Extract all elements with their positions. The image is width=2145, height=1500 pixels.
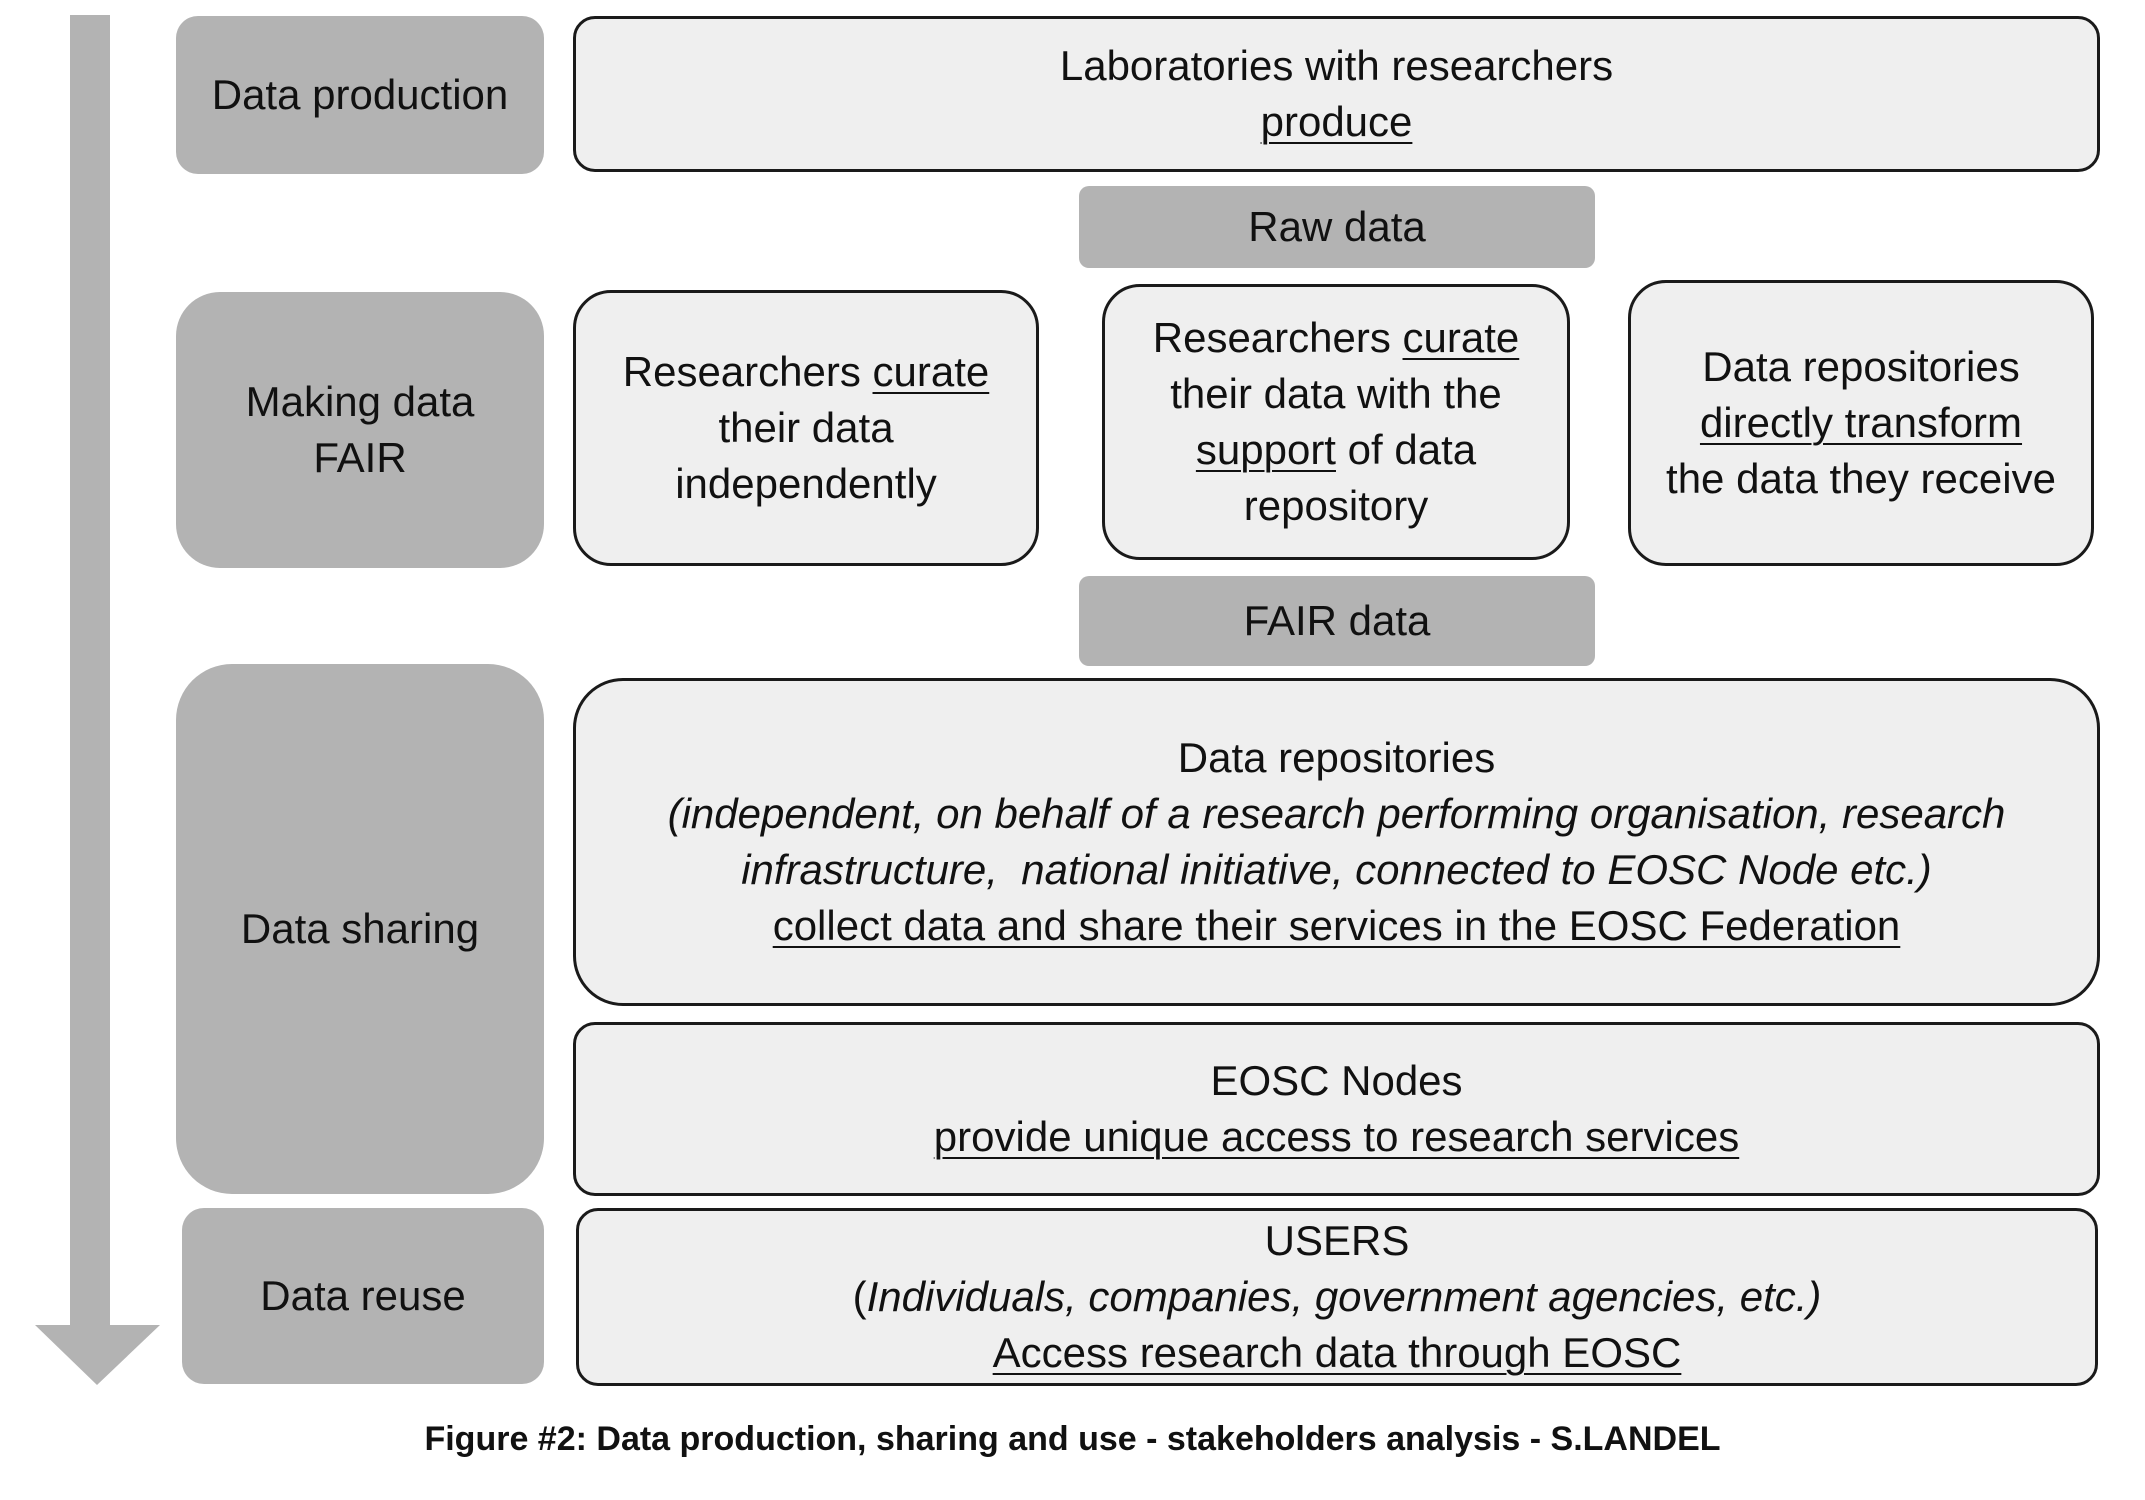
data-repositories-line2: (independent, on behalf of a research pe…	[667, 790, 2006, 838]
curate-independent-line2: their data	[718, 404, 894, 452]
fair-data-label: FAIR data	[1243, 597, 1431, 644]
repos-transform-box: Data repositories directly transform the…	[1628, 280, 2094, 566]
laboratories-line1: Laboratories with researchers	[1059, 42, 1614, 90]
repos-transform-line1: Data repositories	[1702, 343, 2020, 391]
eosc-nodes-line1: EOSC Nodes	[1210, 1057, 1463, 1105]
curate-supported-line1-verb: curate	[1402, 314, 1520, 362]
curate-independent-box: Researchers curate their data independen…	[573, 290, 1039, 566]
curate-independent-line1: Researchers curate	[623, 344, 990, 400]
repos-transform-line3: the data they receive	[1666, 454, 2056, 502]
users-line1: USERS	[1264, 1217, 1410, 1265]
data-repositories-box: Data repositories (independent, on behal…	[573, 678, 2100, 1006]
eosc-nodes-line2: provide unique access to research servic…	[933, 1113, 1740, 1160]
curate-supported-line3-text: of data	[1335, 426, 1477, 473]
data-repositories-line1: Data repositories	[1177, 734, 1496, 782]
stage-data-sharing: Data sharing	[176, 664, 544, 1194]
stage-data-production: Data production	[176, 16, 544, 174]
stage-data-sharing-label: Data sharing	[240, 905, 480, 953]
curate-supported-line1-text: Researchers	[1152, 314, 1403, 362]
users-line2-paren: (	[852, 1273, 867, 1321]
stage-making-data-fair-line2: FAIR	[313, 434, 407, 481]
flow-arrow-head	[35, 1325, 160, 1385]
stage-data-reuse: Data reuse	[182, 1208, 544, 1384]
stage-data-production-label: Data production	[211, 71, 509, 119]
stage-making-data-fair: Making data FAIR	[176, 292, 544, 568]
repos-transform-line2: directly transform	[1699, 399, 2023, 447]
curate-supported-box: Researchers curate their data with the s…	[1102, 284, 1570, 560]
curate-independent-line1-verb: curate	[872, 348, 990, 396]
curate-supported-line4: repository	[1243, 481, 1429, 529]
curate-supported-line1: Researchers curate	[1153, 310, 1520, 366]
figure-caption: Figure #2: Data production, sharing and …	[424, 1420, 1721, 1458]
data-repositories-line3: infrastructure, national initiative, con…	[741, 846, 1932, 893]
users-box: USERS (Individuals, companies, governmen…	[576, 1208, 2098, 1386]
data-repositories-line4: collect data and share their services in…	[772, 901, 1901, 949]
curate-supported-line3-support: support	[1195, 426, 1336, 473]
raw-data-pill: Raw data	[1079, 186, 1595, 268]
curate-supported-line2: their data with the	[1170, 370, 1502, 418]
fair-data-pill: FAIR data	[1079, 576, 1595, 666]
users-line2: (Individuals, companies, government agen…	[853, 1269, 1822, 1325]
raw-data-label: Raw data	[1248, 203, 1426, 250]
curate-independent-line3: independently	[675, 459, 937, 507]
stage-data-reuse-label: Data reuse	[260, 1272, 466, 1320]
eosc-nodes-box: EOSC Nodes provide unique access to rese…	[573, 1022, 2100, 1196]
stage-making-data-fair-line1: Making data	[245, 378, 475, 426]
curate-supported-line3: support of data	[1196, 422, 1476, 478]
laboratories-line2: produce	[1260, 98, 1413, 145]
users-line2-text: Individuals, companies, government agenc…	[866, 1273, 1822, 1321]
flow-arrow	[35, 15, 160, 1385]
laboratories-box: Laboratories with researchers produce	[573, 16, 2100, 172]
curate-independent-line1-text: Researchers	[622, 348, 873, 396]
users-line3: Access research data through EOSC	[992, 1328, 1682, 1376]
flow-arrow-shaft	[70, 15, 110, 1330]
